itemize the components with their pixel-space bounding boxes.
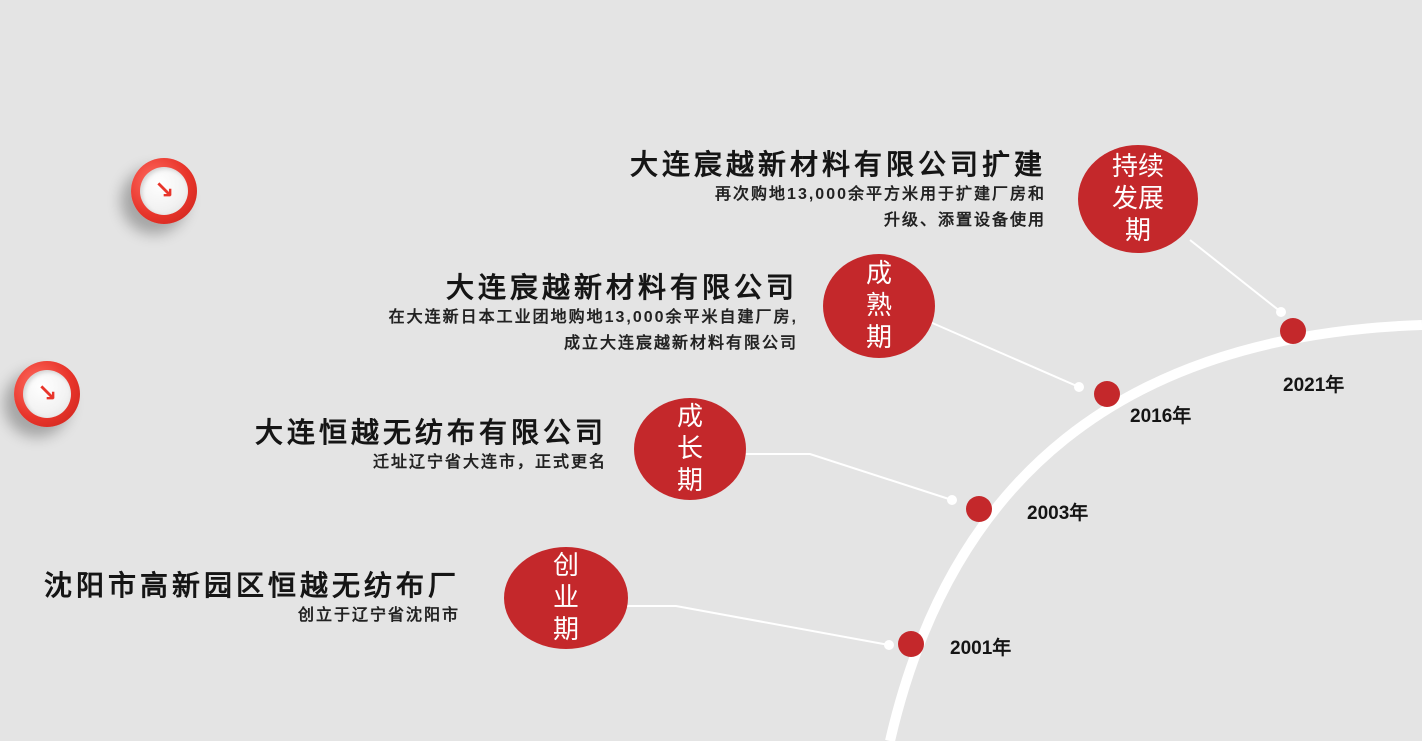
stage-label-line: 期 [865,323,892,353]
stage-label-line: 成 [865,259,892,289]
milestone-2003: 大连恒越无纺布有限公司 迁址辽宁省大连市，正式更名 [255,416,607,476]
stage-circle-sustained: 持续 发展 期 [1078,145,1198,253]
stage-label-line: 发展 [1111,184,1164,214]
stage-label-line: 创 [552,551,579,581]
milestone-2016: 大连宸越新材料有限公司 在大连新日本工业团地购地13,000余平米自建厂房, 成… [389,271,798,357]
year-label-2003: 2003年 [1027,503,1089,524]
year-label-2016: 2016年 [1130,406,1192,427]
milestone-desc: 再次购地13,000余平方米用于扩建厂房和 [715,186,1046,203]
stage-label-line: 成 [676,402,703,432]
milestone-desc: 创立于辽宁省沈阳市 [297,607,460,624]
milestone-title: 大连恒越无纺布有限公司 [254,417,607,448]
milestone-2001: 沈阳市高新园区恒越无纺布厂 创立于辽宁省沈阳市 [44,569,460,629]
stage-circle-growth: 成 长 期 [634,398,746,500]
connector-line-2003 [744,453,953,501]
stage-label-line: 期 [552,615,579,645]
year-label-2021: 2021年 [1283,375,1345,396]
year-node-2003 [966,496,992,522]
year-node-2016 [1094,381,1120,407]
next-arrow-face: ↘ [140,167,188,215]
milestone-desc: 在大连新日本工业团地购地13,000余平米自建厂房, [388,309,798,326]
milestone-desc: 成立大连宸越新材料有限公司 [563,335,798,352]
milestone-title: 大连宸越新材料有限公司 [445,272,798,303]
connector-dot-2016 [1074,382,1084,392]
stage-label-line: 熟 [865,291,892,321]
stage-label-line: 持续 [1111,152,1164,182]
connector-dot-2001 [884,640,894,650]
milestone-desc: 升级、添置设备使用 [883,212,1046,229]
arrow-down-right-icon: ↘ [153,177,175,204]
connector-line-2016 [929,321,1080,388]
connector-dot-2003 [947,495,957,505]
stage-label-line: 业 [552,583,579,613]
milestone-title: 沈阳市高新园区恒越无纺布厂 [43,570,460,601]
stage-label-line: 期 [676,466,703,496]
year-label-2001: 2001年 [950,638,1012,659]
prev-arrow-face: ↘ [23,370,71,418]
stage-circle-mature: 成 熟 期 [823,254,935,358]
milestone-2021: 大连宸越新材料有限公司扩建 再次购地13,000余平方米用于扩建厂房和 升级、添… [630,148,1046,234]
arrow-down-right-icon: ↘ [36,380,58,407]
stage-circle-startup: 创 业 期 [504,547,628,649]
year-node-2001 [898,631,924,657]
connector-dot-2021 [1276,307,1286,317]
stage-label-line: 期 [1124,216,1151,246]
milestone-desc: 迁址辽宁省大连市，正式更名 [372,454,607,471]
milestone-title: 大连宸越新材料有限公司扩建 [629,149,1046,180]
prev-arrow-button[interactable]: ↘ [14,361,80,427]
connector-line-2021 [1189,239,1282,313]
year-node-2021 [1280,318,1306,344]
next-arrow-button[interactable]: ↘ [131,158,197,224]
stage-label-line: 长 [676,434,703,464]
connector-line-2001 [626,605,890,646]
